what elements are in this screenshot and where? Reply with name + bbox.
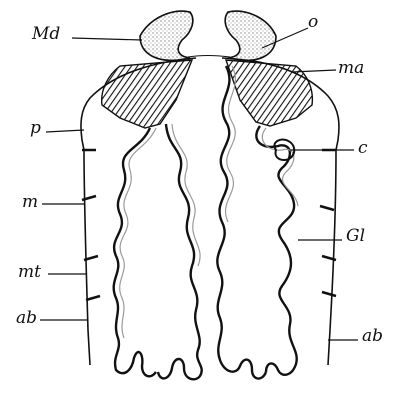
label-m: m <box>22 194 38 211</box>
gland-tube-left-inner <box>158 124 202 379</box>
label-ab-right: ab <box>362 328 383 345</box>
label-ab-left: ab <box>16 310 37 327</box>
muscle-fan-right <box>226 60 312 126</box>
muscle-fan-left <box>102 60 192 128</box>
gland-tube-left-inner-shade <box>172 124 200 266</box>
mandible-right <box>225 11 276 60</box>
label-gl: Gl <box>346 228 365 245</box>
label-mt: mt <box>18 264 41 281</box>
label-md: Md <box>32 26 60 43</box>
segment-mark-right-4 <box>322 292 336 296</box>
leader-p <box>46 130 84 132</box>
leader-md <box>72 38 142 40</box>
segment-mark-left-4 <box>86 296 100 300</box>
segment-mark-right-2 <box>320 206 334 210</box>
mandible-left <box>140 11 193 60</box>
mouth-line <box>188 56 230 58</box>
gland-tube-left-outer <box>114 128 156 376</box>
label-p: p <box>30 120 41 137</box>
gland-tube-left-outer-shade <box>120 128 156 338</box>
label-o: o <box>308 14 318 31</box>
label-c: c <box>358 140 368 157</box>
label-ma: ma <box>338 60 364 77</box>
gland-tube-right-outer <box>256 126 296 375</box>
